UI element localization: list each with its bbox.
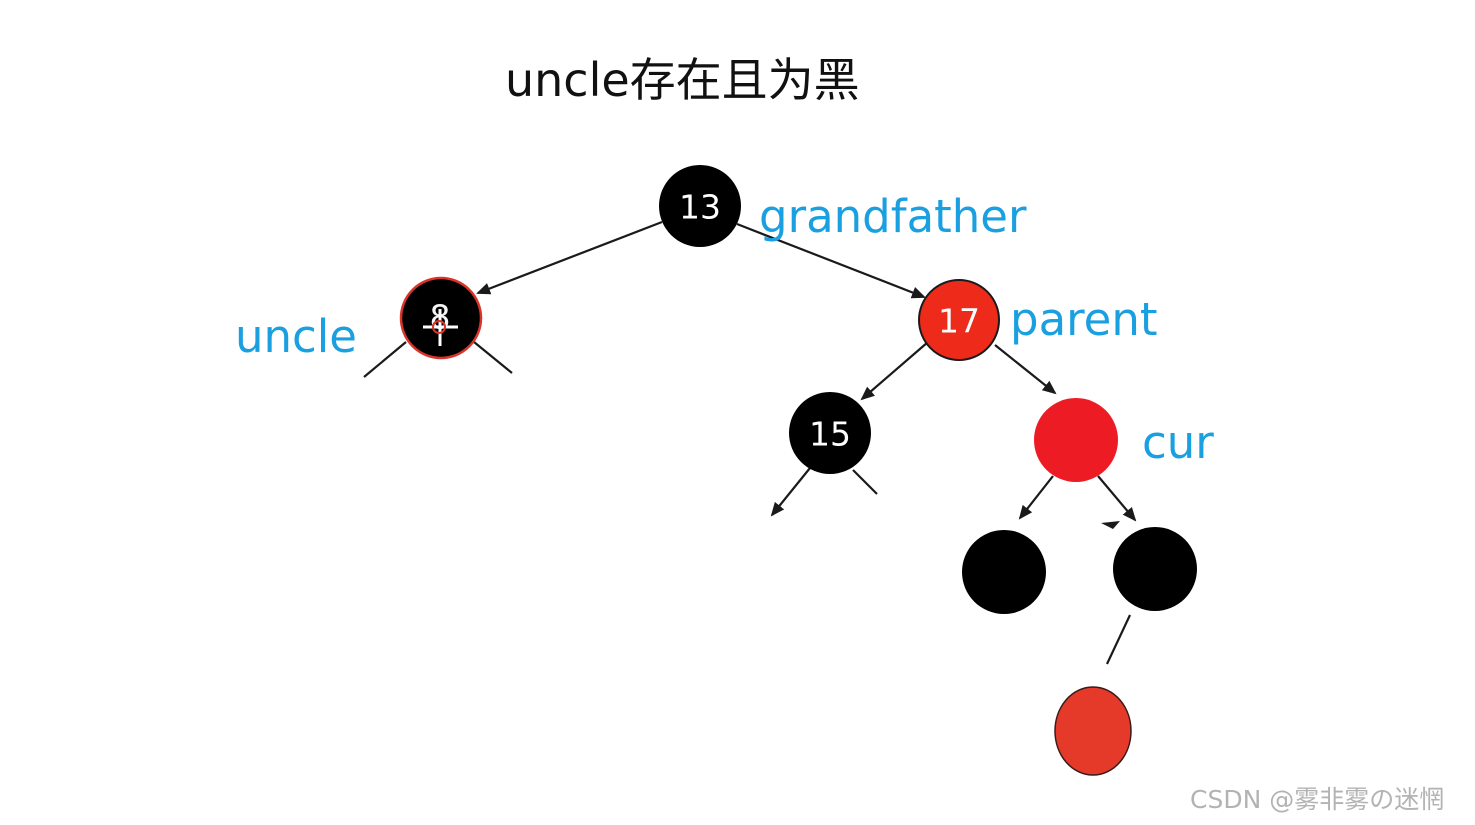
diagram-title: uncle存在且为黑 — [505, 53, 860, 107]
node-root — [659, 165, 741, 247]
node-parent — [918, 279, 1000, 361]
edge-root-to-uncle — [476, 220, 663, 295]
label-cur: cur — [1142, 416, 1214, 469]
node-parent-value: 17 — [938, 302, 980, 341]
watermark: CSDN @雾非雾の迷惘 — [1190, 785, 1444, 814]
node-cur-right-child — [1113, 527, 1197, 611]
edge-cur-to-right-child — [1097, 475, 1137, 522]
edge-root-to-parent — [736, 222, 926, 299]
edge-parent-to-cur — [994, 344, 1057, 395]
edge-cur-to-left-child — [1018, 475, 1054, 520]
stub-uncle-right — [473, 341, 513, 374]
stub-uncle-left — [363, 341, 407, 378]
uncle-glitch-mark — [423, 309, 458, 346]
uncle-glitch-dot — [432, 320, 446, 334]
stub-right-child-down — [1106, 614, 1131, 665]
stub-left-node-right — [852, 469, 878, 495]
node-left-of-parent — [789, 392, 871, 474]
node-root-value: 13 — [679, 188, 721, 227]
stub-right-child-mark — [1101, 521, 1120, 529]
node-cur — [1034, 398, 1118, 482]
label-grandfather: grandfather — [759, 190, 1027, 243]
node-cur-left-child — [962, 530, 1046, 614]
node-left-of-parent-value: 15 — [809, 415, 851, 454]
edge-left-node-down — [770, 467, 811, 517]
edge-parent-to-left — [860, 341, 929, 401]
label-uncle: uncle — [235, 310, 357, 363]
label-parent: parent — [1010, 293, 1158, 346]
node-bottom-red — [1054, 686, 1132, 776]
